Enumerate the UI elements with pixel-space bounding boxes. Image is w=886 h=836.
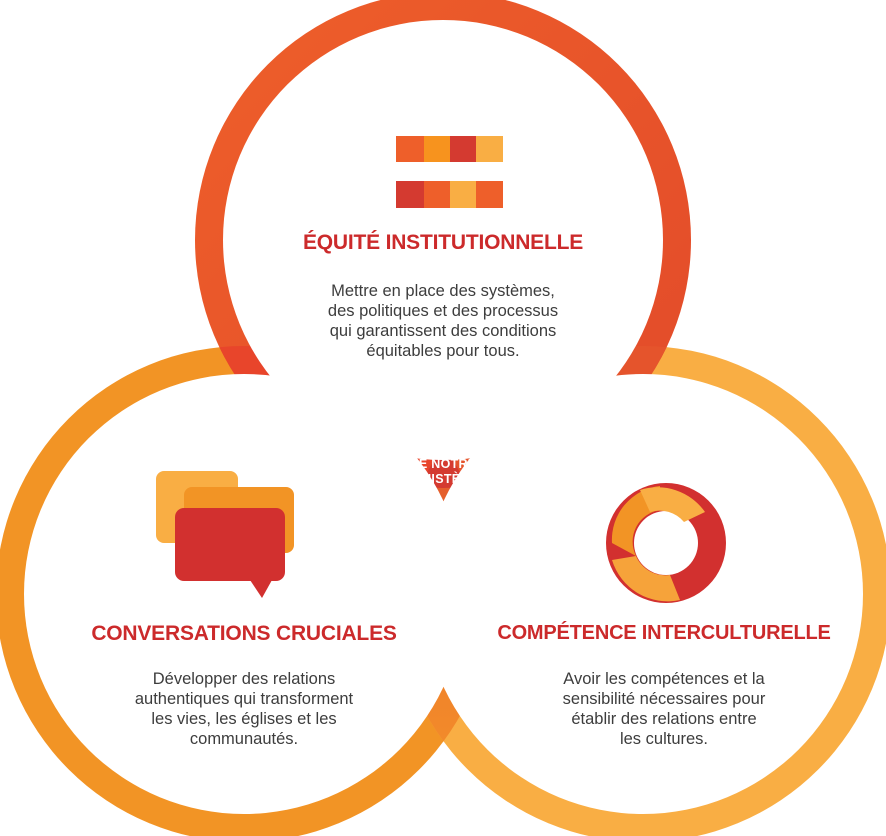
right-desc-line: Avoir les compétences et la [563,670,765,688]
left-desc-line: communautés. [189,730,299,748]
center-label-line: MINISTÈRE [407,472,479,486]
center-label-line: DE NOTRE [409,457,477,471]
top-description: Mettre en place des systèmes, des politi… [293,281,593,361]
speech-bubbles-icon [156,471,294,598]
top-desc-line: équitables pour tous. [366,342,520,360]
top-inner-circle [223,20,663,460]
colored-bars-icon [396,136,503,208]
right-desc-line: établir des relations entre [571,710,757,728]
left-description: Développer des relations authentiques qu… [104,669,384,749]
top-desc-line: Mettre en place des systèmes, [331,282,555,300]
top-desc-line: des politiques et des processus [327,302,559,320]
right-desc-line: les cultures. [619,730,709,748]
right-title: COMPÉTENCE INTERCULTURELLE [497,622,831,644]
right-description: Avoir les compétences et la sensibilité … [524,669,804,749]
right-desc-line: sensibilité nécessaires pour [562,690,766,708]
center-label-line: MODÈLE [415,442,471,456]
left-desc-line: Développer des relations [152,670,336,688]
left-desc-line: authentiques qui transforment [134,690,354,708]
top-desc-line: qui garantissent des conditions [329,322,557,340]
left-desc-line: les vies, les églises et les [151,710,337,728]
left-inner-circle [24,374,464,814]
left-title: CONVERSATIONS CRUCIALES [91,622,397,645]
interlocking-circles-icon [606,483,726,603]
center-label: MODÈLE DE NOTRE MINISTÈRE [393,442,493,487]
top-title: ÉQUITÉ INSTITUTIONNELLE [302,231,584,254]
